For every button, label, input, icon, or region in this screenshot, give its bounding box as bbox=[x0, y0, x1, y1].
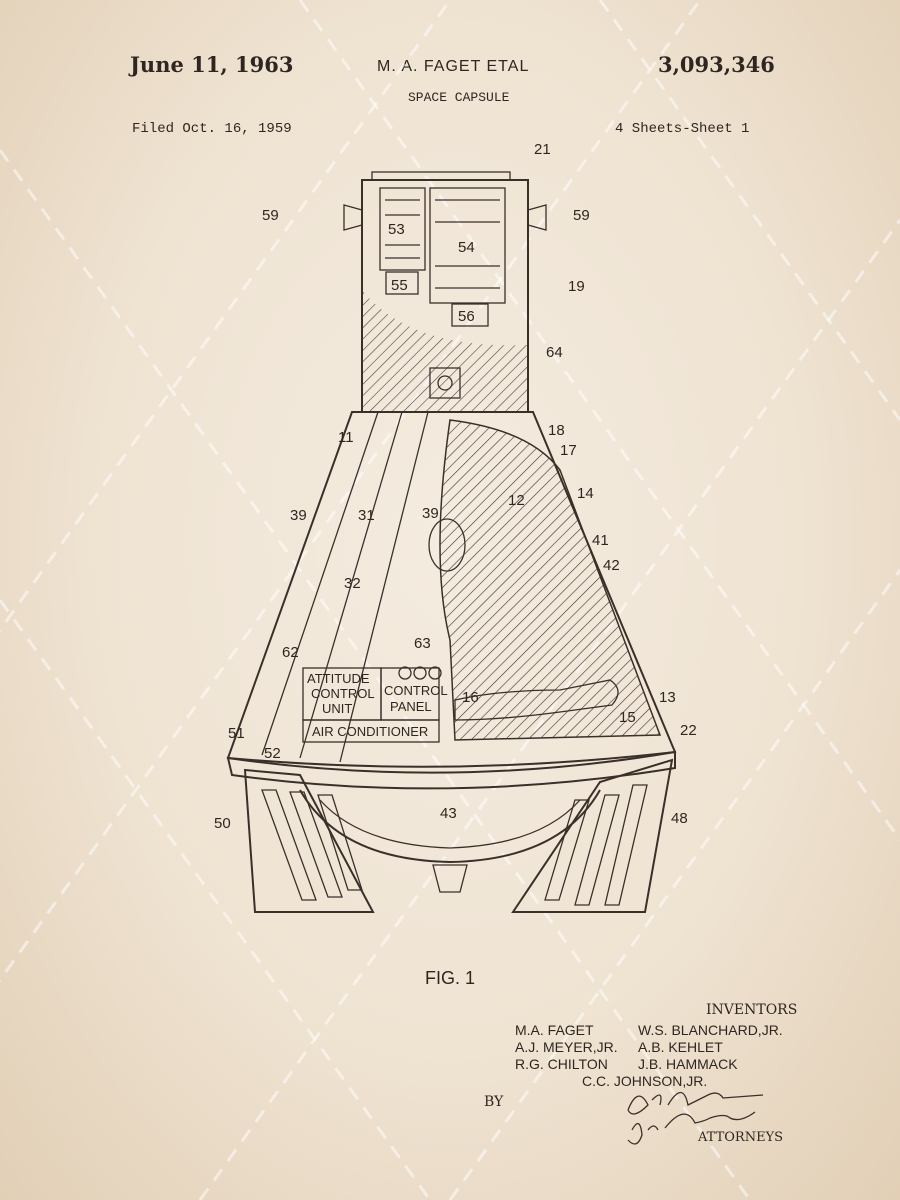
label-54: 54 bbox=[458, 239, 475, 256]
label-51: 51 bbox=[228, 725, 245, 742]
heat-shield bbox=[243, 758, 674, 913]
inventor-name: A.B. KEHLET bbox=[638, 1039, 723, 1055]
patent-date: June 11, 1963 bbox=[130, 52, 294, 77]
inventor-name: W.S. BLANCHARD,JR. bbox=[638, 1022, 783, 1038]
inventor-name: A.J. MEYER,JR. bbox=[515, 1039, 618, 1055]
label-31: 31 bbox=[358, 507, 375, 524]
inventor-title: M. A. FAGET ETAL bbox=[377, 58, 530, 75]
label-39-left: 39 bbox=[290, 507, 307, 524]
label-18: 18 bbox=[548, 422, 565, 439]
label-17: 17 bbox=[560, 442, 577, 459]
inventor-name: J.B. HAMMACK bbox=[638, 1056, 738, 1072]
label-32: 32 bbox=[344, 575, 361, 592]
capsule-cone bbox=[226, 411, 677, 790]
inventor-name: C.C. JOHNSON,JR. bbox=[582, 1073, 708, 1089]
label-22: 22 bbox=[680, 722, 697, 739]
label-42: 42 bbox=[603, 557, 620, 574]
patent-subtitle: SPACE CAPSULE bbox=[408, 90, 510, 105]
air-conditioner-label: AIR CONDITIONER bbox=[312, 724, 428, 739]
label-56: 56 bbox=[458, 308, 475, 325]
label-59-left: 59 bbox=[262, 207, 279, 224]
control-panel-label: PANEL bbox=[390, 699, 432, 714]
figure-label: FIG. 1 bbox=[425, 968, 475, 988]
label-64: 64 bbox=[546, 344, 563, 361]
label-12: 12 bbox=[508, 492, 525, 509]
label-53: 53 bbox=[388, 221, 405, 238]
attitude-label: UNIT bbox=[322, 701, 352, 716]
label-41: 41 bbox=[592, 532, 609, 549]
label-13: 13 bbox=[659, 689, 676, 706]
patent-number: 3,093,346 bbox=[658, 52, 775, 77]
inventor-name: R.G. CHILTON bbox=[515, 1056, 608, 1072]
label-59-right: 59 bbox=[573, 207, 590, 224]
label-14: 14 bbox=[577, 485, 594, 502]
inventors-heading: INVENTORS bbox=[706, 1002, 798, 1018]
reference-numerals: 21 59 59 53 54 55 56 19 64 11 18 17 12 1… bbox=[214, 141, 697, 832]
attitude-label: ATTITUDE bbox=[307, 671, 370, 686]
label-11: 11 bbox=[338, 429, 354, 446]
attorneys-label: ATTORNEYS bbox=[698, 1130, 784, 1145]
label-39-window: 39 bbox=[422, 505, 439, 522]
label-62: 62 bbox=[282, 644, 299, 661]
label-52: 52 bbox=[264, 745, 281, 762]
label-55: 55 bbox=[391, 277, 408, 294]
label-15: 15 bbox=[619, 709, 636, 726]
recovery-compartment bbox=[343, 171, 547, 413]
label-43: 43 bbox=[440, 805, 457, 822]
inventor-name: M.A. FAGET bbox=[515, 1022, 594, 1038]
label-21: 21 bbox=[534, 141, 551, 158]
attorney-signatures bbox=[627, 1091, 764, 1145]
control-panel-label: CONTROL bbox=[384, 683, 448, 698]
label-50: 50 bbox=[214, 815, 231, 832]
by-label: BY bbox=[484, 1094, 504, 1110]
sheet-info: 4 Sheets-Sheet 1 bbox=[615, 121, 750, 137]
attitude-label: CONTROL bbox=[311, 686, 375, 701]
label-48: 48 bbox=[671, 810, 688, 827]
label-19: 19 bbox=[568, 278, 585, 295]
equipment-box-labels: ATTITUDE CONTROL UNIT CONTROL PANEL AIR … bbox=[307, 671, 448, 739]
label-63: 63 bbox=[414, 635, 431, 652]
filed-date: Filed Oct. 16, 1959 bbox=[132, 121, 292, 137]
label-16: 16 bbox=[462, 689, 479, 706]
